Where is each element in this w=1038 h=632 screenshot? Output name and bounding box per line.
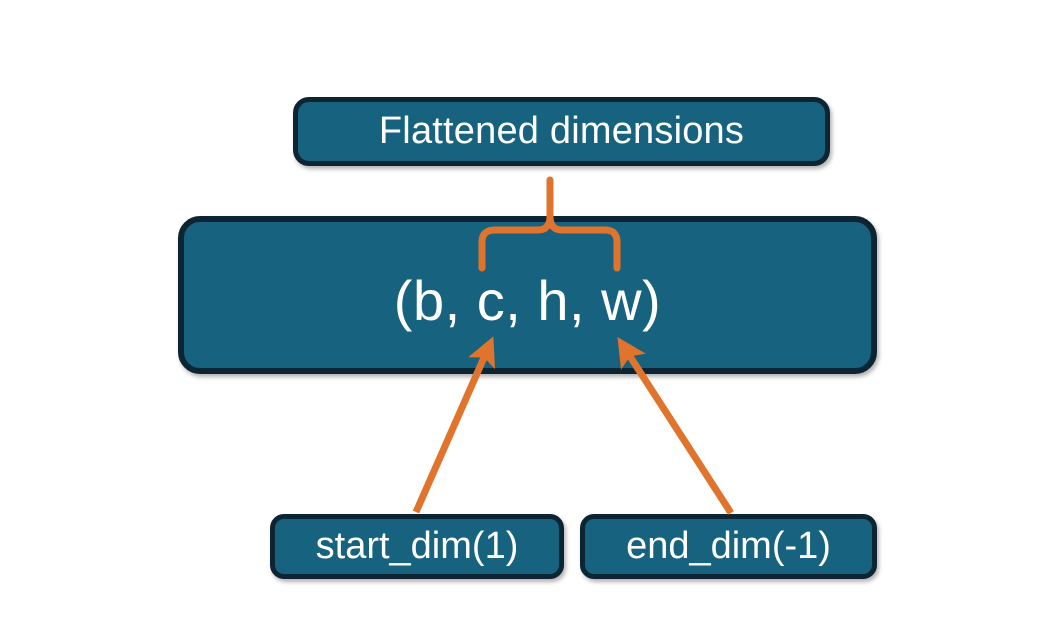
end-dim-box[interactable]: end_dim(-1) <box>580 514 877 579</box>
flattened-dimensions-label: Flattened dimensions <box>378 109 745 152</box>
start-dim-box[interactable]: start_dim(1) <box>270 514 564 579</box>
start-dim-label: start_dim(1) <box>315 524 519 567</box>
tensor-shape-label: (b, c, h, w) <box>393 268 662 332</box>
end-dim-label: end_dim(-1) <box>626 524 831 567</box>
flattened-dimensions-box[interactable]: Flattened dimensions <box>293 97 830 166</box>
tensor-shape-box[interactable]: (b, c, h, w) <box>178 216 877 374</box>
